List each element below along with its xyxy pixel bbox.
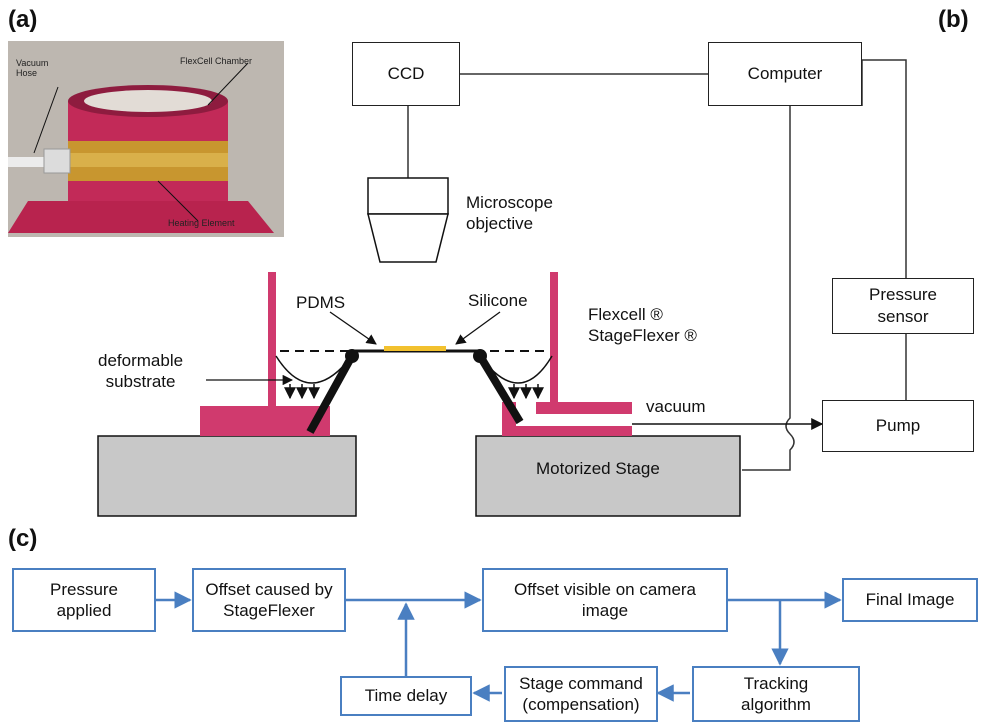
vacuum-down-arrows-right <box>508 384 544 400</box>
flexcell-photo: Vacuum Hose FlexCell Chamber Heating Ele… <box>8 41 284 237</box>
stage-block-left <box>97 435 357 517</box>
flow-offset-visible: Offset visible on camera image <box>482 568 728 632</box>
post-right <box>476 353 524 425</box>
flow-arrows <box>156 591 842 702</box>
motorized-stage-block <box>475 435 741 517</box>
photo-label-heating-element: Heating Element <box>168 218 235 228</box>
vacuum-label: vacuum <box>646 397 706 416</box>
panel-label-c: (c) <box>8 525 38 552</box>
ccd-box: CCD <box>352 42 460 106</box>
pdms-pointer <box>329 311 377 345</box>
vacuum-down-arrows-left <box>284 384 320 400</box>
pdms-label: PDMS <box>296 293 346 312</box>
right-top-plate <box>536 402 632 414</box>
flexcell-stageflexer-label: Flexcell ® StageFlexer ® <box>588 305 697 346</box>
panel-label-a: (a) <box>8 6 38 33</box>
photo-label-flexcell-chamber: FlexCell Chamber <box>180 56 253 66</box>
silicone-label: Silicone <box>468 291 528 310</box>
pivot-right <box>473 349 487 363</box>
flow-tracking-algorithm: Tracking algorithm <box>692 666 860 722</box>
motorized-stage-label: Motorized Stage <box>536 459 660 478</box>
objective-lens <box>367 213 449 263</box>
post-left <box>306 354 356 434</box>
silicone-strip <box>384 346 446 351</box>
flow-pressure-applied: Pressure applied <box>12 568 156 632</box>
flow-final-image: Final Image <box>842 578 978 622</box>
computer-box: Computer <box>708 42 862 106</box>
objective-body <box>367 177 449 215</box>
flexcell-photo-illustration <box>8 41 284 237</box>
flow-stage-command: Stage command (compensation) <box>504 666 658 722</box>
pump-box: Pump <box>822 400 974 452</box>
panel-label-b: (b) <box>938 6 969 33</box>
photo-label-vacuum-hose: Vacuum Hose <box>16 58 49 78</box>
microscope-objective-label: Microscope objective <box>466 193 553 234</box>
pressure-sensor-box: Pressure sensor <box>832 278 974 334</box>
right-base-plate <box>502 426 632 436</box>
right-wall <box>550 272 558 402</box>
pivot-left <box>345 349 359 363</box>
flow-offset-stageflexer: Offset caused by StageFlexer <box>192 568 346 632</box>
flow-time-delay: Time delay <box>340 676 472 716</box>
deformable-substrate-label: deformable substrate <box>98 351 184 392</box>
computer-stage-line <box>742 106 795 471</box>
computer-sensor-line <box>861 59 907 278</box>
left-wall <box>268 272 276 406</box>
silicone-pointer <box>455 311 501 345</box>
